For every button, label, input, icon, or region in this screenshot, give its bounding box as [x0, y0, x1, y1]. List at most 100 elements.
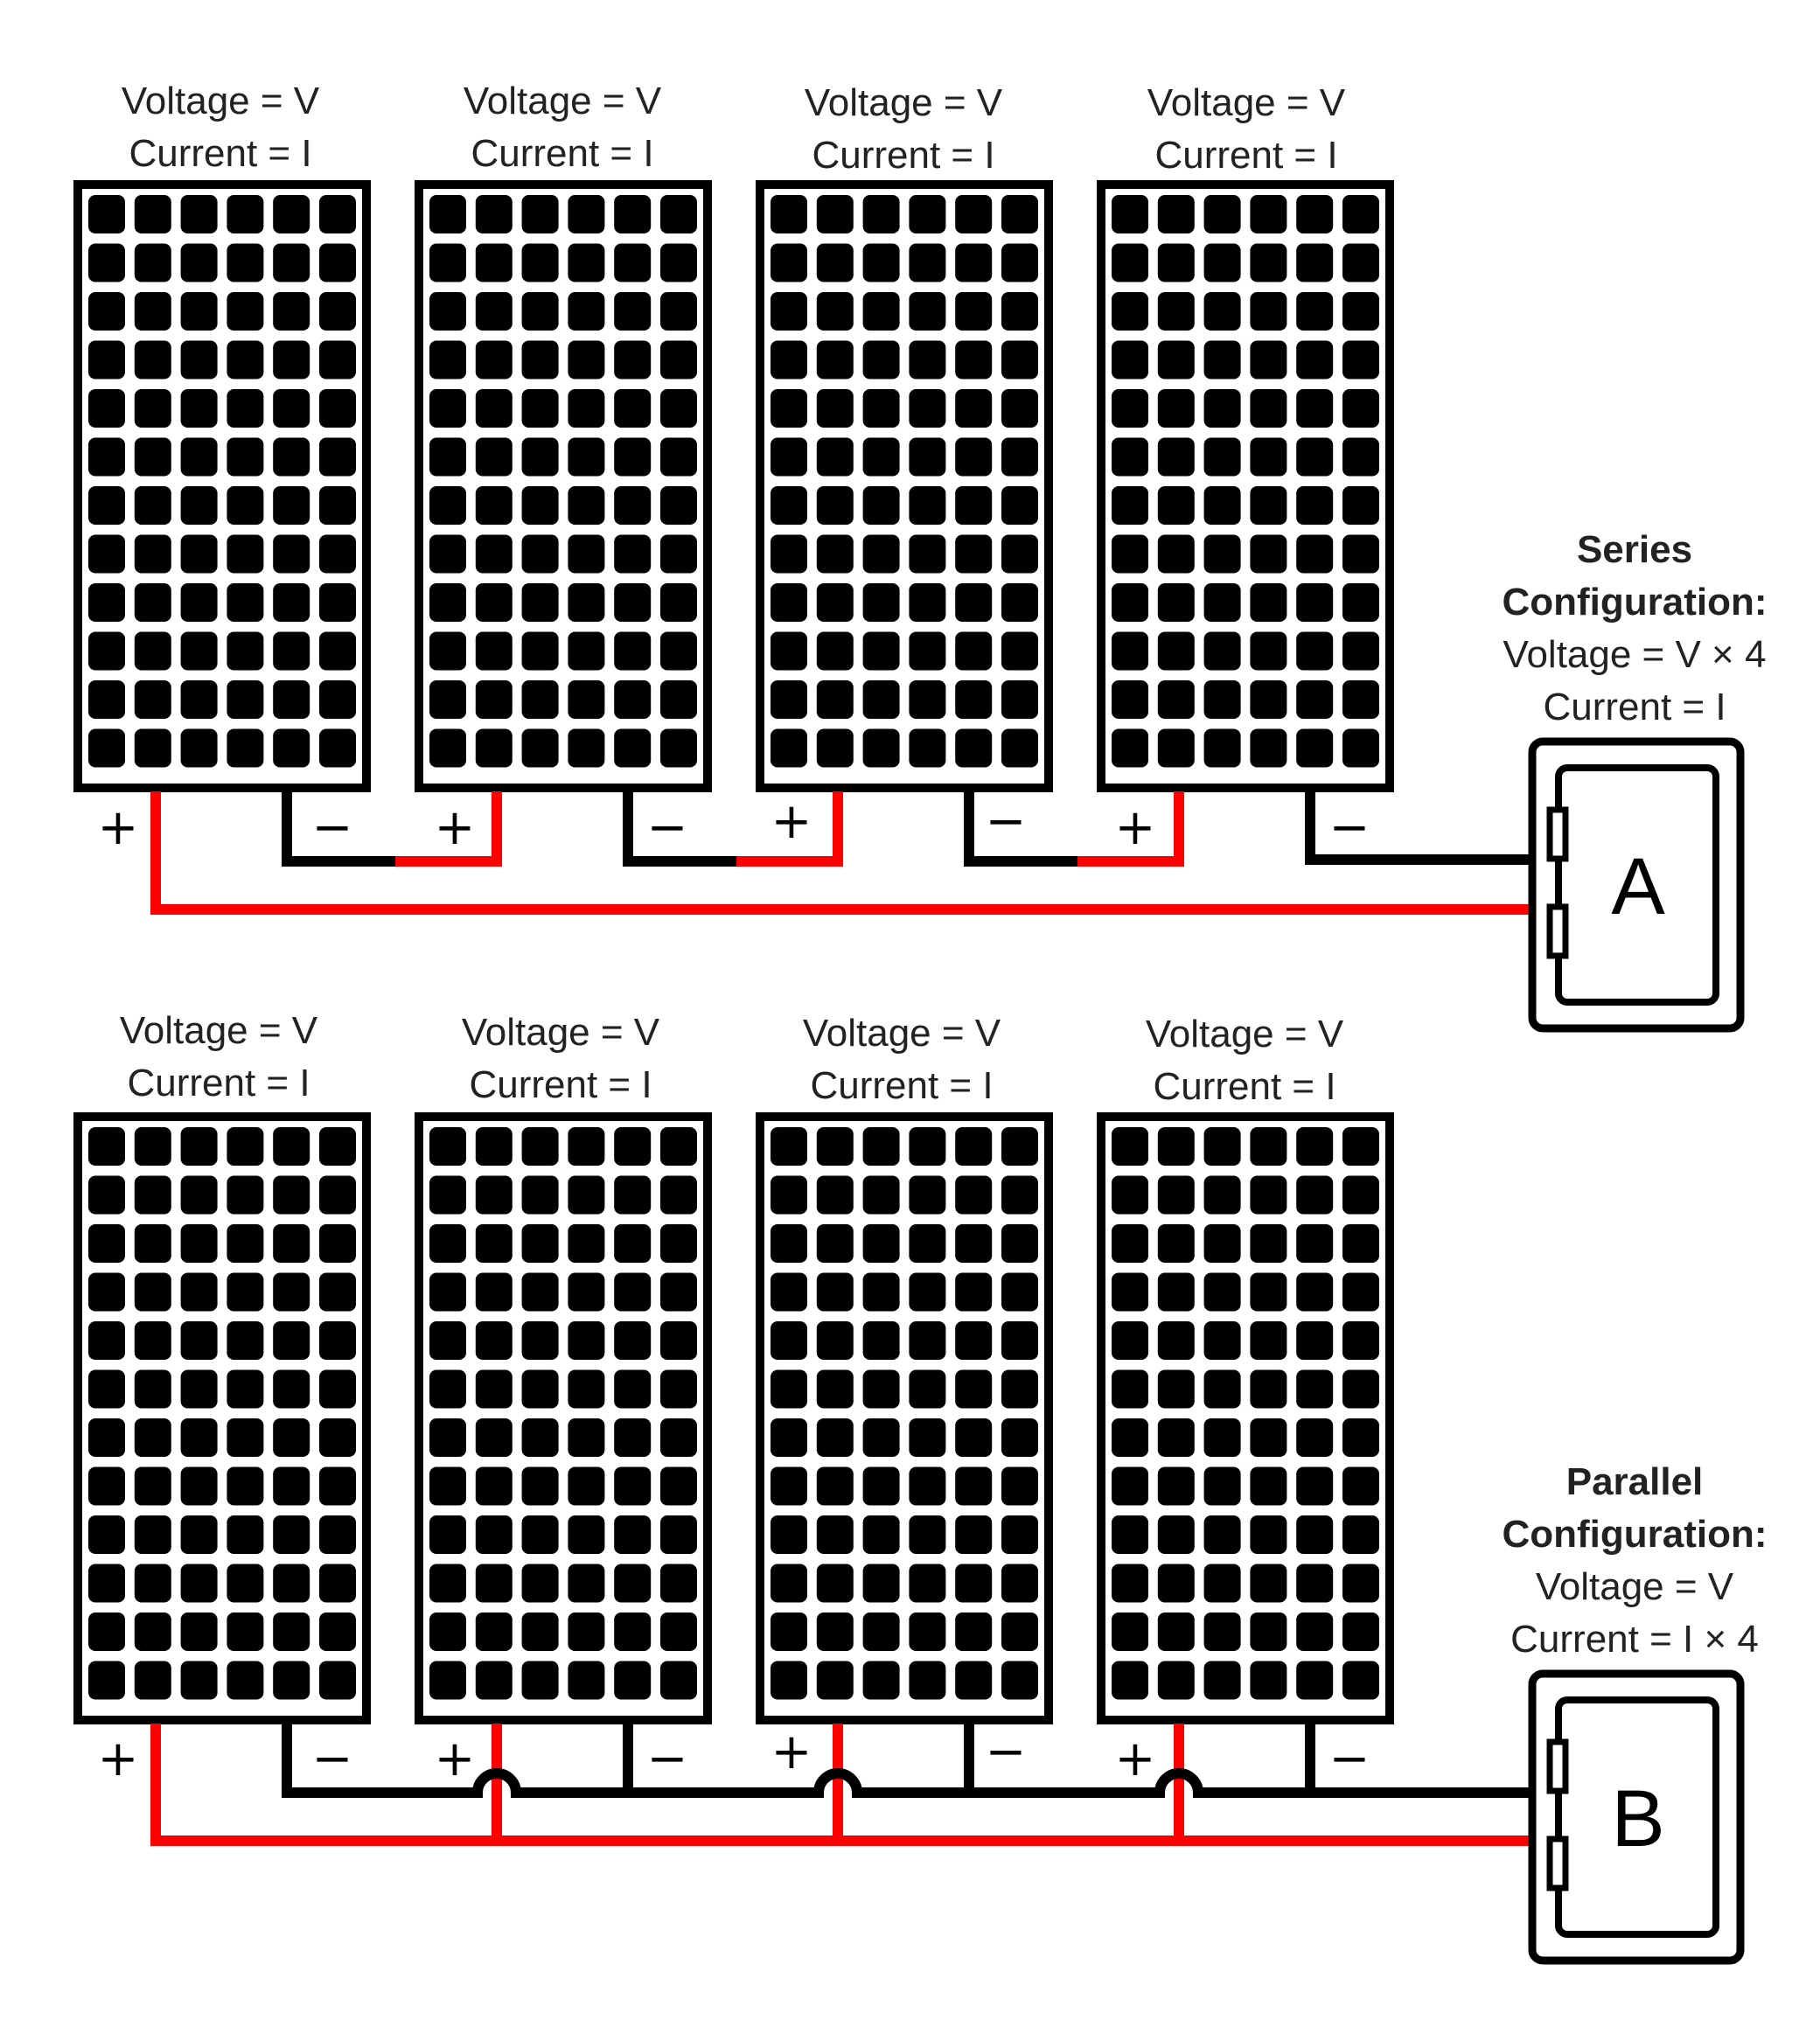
pv-cell: [134, 1224, 171, 1263]
pv-cell: [771, 437, 807, 477]
series-config-title-line1: Series: [1577, 528, 1692, 571]
pv-cell: [319, 195, 356, 233]
pv-cell: [1157, 195, 1195, 233]
pv-cell: [660, 728, 697, 768]
pv-cell: [521, 583, 559, 622]
pv-cell: [227, 437, 264, 477]
pv-cell: [614, 631, 652, 671]
pv-cell: [1342, 1418, 1379, 1457]
pv-cell: [180, 680, 218, 719]
pv-cell: [429, 1224, 466, 1263]
box-b-letter: B: [1611, 1774, 1664, 1863]
pv-cell: [1203, 1466, 1241, 1506]
pv-cell: [1342, 243, 1379, 282]
pv-cell: [1342, 1127, 1379, 1166]
pv-cell: [319, 243, 356, 282]
parallel-panel-4-current: Current = I: [1153, 1065, 1335, 1108]
pv-cell: [614, 1127, 652, 1166]
pv-cell: [909, 437, 946, 477]
pv-cell: [429, 728, 466, 768]
pv-cell: [862, 340, 900, 380]
pv-cell: [1203, 195, 1241, 233]
pv-cell: [1203, 1272, 1241, 1312]
pv-cell: [273, 1321, 310, 1360]
parallel-plus-sign-3: +: [771, 1724, 812, 1780]
pv-cell: [88, 1224, 125, 1263]
pv-cell: [319, 1369, 356, 1409]
pv-cell: [771, 1321, 807, 1360]
pv-cell: [955, 1321, 993, 1360]
pv-cell: [1001, 1661, 1038, 1700]
pv-cell: [1342, 1613, 1379, 1651]
pv-cell: [475, 583, 513, 622]
pv-cell: [1250, 1272, 1287, 1312]
pv-cell: [862, 1466, 900, 1506]
pv-cell: [1157, 680, 1195, 719]
pv-cell: [429, 1321, 466, 1360]
pv-cell: [1250, 243, 1287, 282]
pv-cell: [227, 728, 264, 768]
pv-cell: [1250, 534, 1287, 574]
pv-cell: [1112, 1224, 1148, 1263]
pv-cell: [614, 1466, 652, 1506]
pv-cell: [1203, 1224, 1241, 1263]
pv-cell: [319, 728, 356, 768]
pv-cell: [909, 389, 946, 428]
pv-cell: [521, 631, 559, 671]
pv-cell: [660, 631, 697, 671]
pv-cell: [816, 1272, 854, 1312]
pv-cell: [88, 1466, 125, 1506]
pv-cell: [521, 1515, 559, 1554]
pv-cell: [1157, 243, 1195, 282]
pv-cell: [134, 1613, 171, 1651]
pv-cell: [816, 1224, 854, 1263]
pv-cell: [429, 1369, 466, 1409]
parallel-minus-sign-4: −: [1329, 1731, 1370, 1787]
pv-cell: [614, 1369, 652, 1409]
pv-cell: [429, 631, 466, 671]
pv-cell: [273, 1175, 310, 1215]
pv-cell: [1296, 1418, 1334, 1457]
pv-cell: [134, 340, 171, 380]
pv-cell: [614, 680, 652, 719]
parallel-plus-sign-1: +: [98, 1731, 139, 1787]
pv-cell: [227, 486, 264, 525]
pv-cell: [909, 631, 946, 671]
pv-cell: [862, 1661, 900, 1700]
pv-cell: [319, 1466, 356, 1506]
pv-cell: [568, 1321, 605, 1360]
pv-cell: [614, 1515, 652, 1554]
pv-cell: [273, 680, 310, 719]
pv-cell: [475, 1369, 513, 1409]
series-panel-3-current: Current = I: [812, 134, 994, 177]
pv-cell: [1112, 1515, 1148, 1554]
pv-cell: [1342, 486, 1379, 525]
pv-cell: [909, 340, 946, 380]
parallel-positive-bus: [150, 1724, 1532, 1846]
pv-cell: [475, 292, 513, 331]
pv-cell: [227, 1127, 264, 1166]
pv-cell: [1203, 1515, 1241, 1554]
pv-cell: [1250, 1321, 1287, 1360]
pv-cell: [614, 1321, 652, 1360]
pv-cell: [475, 486, 513, 525]
pv-cell: [771, 1613, 807, 1651]
pv-cell: [909, 583, 946, 622]
pv-cell: [1342, 583, 1379, 622]
pv-cell: [227, 1613, 264, 1651]
pv-cell: [955, 534, 993, 574]
pv-cell: [475, 1272, 513, 1312]
pv-cell: [227, 340, 264, 380]
pv-cell: [134, 631, 171, 671]
pv-cell: [614, 340, 652, 380]
pv-cell: [429, 195, 466, 233]
pv-cell: [909, 534, 946, 574]
pv-cell: [614, 1224, 652, 1263]
parallel-panel-labels: Voltage = V Current = I Voltage = V Curr…: [120, 1009, 1344, 1108]
pv-cell: [521, 292, 559, 331]
pv-cell: [475, 1127, 513, 1166]
pv-cell: [1296, 195, 1334, 233]
pv-cell: [909, 680, 946, 719]
pv-cell: [1250, 340, 1287, 380]
pv-cell: [862, 1515, 900, 1554]
